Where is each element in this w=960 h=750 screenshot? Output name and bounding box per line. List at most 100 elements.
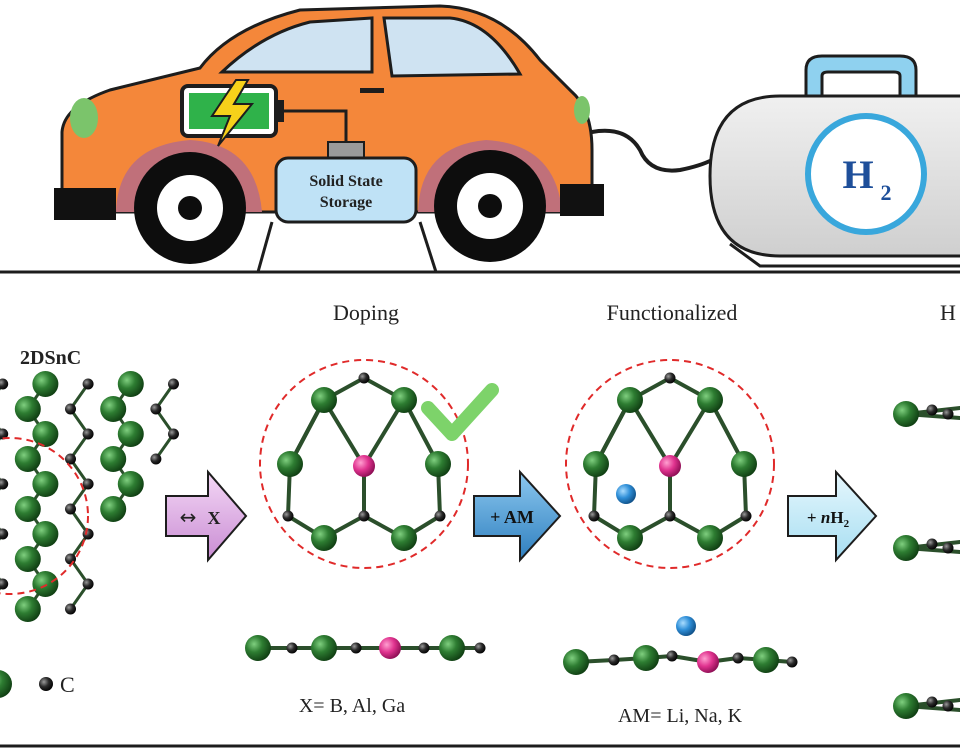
carbon-atom [942, 408, 954, 420]
carbon-atom [150, 403, 162, 415]
rear-bumper [560, 184, 604, 216]
carbon-atom [0, 578, 9, 590]
lattice-highlight-circle [0, 437, 89, 595]
carbon-atom [0, 478, 9, 490]
carbon-atom [65, 403, 77, 415]
tin-atom [14, 546, 41, 572]
alkali-metal-atom [616, 484, 636, 504]
tin-atom [117, 371, 144, 397]
carbon-atom [0, 428, 9, 440]
tin-atom [893, 693, 919, 719]
carbon-atom [666, 650, 678, 662]
tin-atom [311, 525, 337, 551]
carbon-atom [350, 642, 362, 654]
arrow-am-text: + AM [490, 507, 534, 527]
door-handle [360, 88, 384, 93]
tin-atom [14, 496, 41, 522]
tin-atom [563, 649, 589, 675]
tin-atom [617, 387, 643, 413]
tin-atom [697, 387, 723, 413]
carbon-atom [167, 428, 179, 440]
carbon-atom [282, 510, 294, 522]
tin-atom [893, 535, 919, 561]
carbon-atom [732, 652, 744, 664]
h2-badge [805, 113, 927, 235]
rear-wheel [434, 150, 546, 262]
legend-c-atom [39, 677, 53, 691]
tin-atom [583, 451, 609, 477]
tin-atom [277, 451, 303, 477]
arrow-hydrogen: + nH2 [787, 469, 878, 563]
tin-atom [311, 387, 337, 413]
doped-structure-top-view [277, 372, 451, 551]
tin-atom [117, 471, 144, 497]
carbon-atom [942, 542, 954, 554]
doping-highlight-circle [259, 359, 469, 569]
functionalized-highlight-circle [565, 359, 775, 569]
carbon-atom [82, 378, 94, 390]
tin-atom [100, 446, 127, 472]
tin-atom [14, 596, 41, 622]
h2-subscript: 2 [881, 180, 892, 205]
legend-c-label: C [60, 672, 75, 697]
hydrogenated-structures-side-view [893, 401, 960, 719]
arrow-h2-text: + nH2 [807, 508, 850, 530]
battery-icon [180, 79, 284, 147]
functionalized-caption: AM= Li, Na, K [618, 705, 743, 727]
arrow-doping: ↔ X [165, 469, 248, 563]
carbon-atom [664, 372, 676, 384]
carbon-atom [82, 428, 94, 440]
tin-atom [14, 396, 41, 422]
check-icon [421, 383, 499, 441]
front-bumper [54, 188, 116, 220]
tin-atom [391, 387, 417, 413]
carbon-atom [740, 510, 752, 522]
tin-atom [32, 471, 59, 497]
tin-atom [311, 635, 337, 661]
tin-atom [32, 571, 59, 597]
arrow-doping-text: X [208, 508, 221, 528]
legend-sn-atom [0, 670, 12, 698]
carbon-atom [286, 642, 298, 654]
carbon-atom [358, 372, 370, 384]
carbon-atom [150, 453, 162, 465]
doping-caption: X= B, Al, Ga [299, 695, 405, 717]
tin-atom [731, 451, 757, 477]
carbon-atom [474, 642, 486, 654]
carbon-atom [82, 528, 94, 540]
tin-atom [753, 647, 779, 673]
tin-atom [14, 446, 41, 472]
carbon-atom [82, 478, 94, 490]
tin-atom [117, 421, 144, 447]
carbon-atom [358, 510, 370, 522]
carbon-atom [0, 528, 9, 540]
carbon-atom [65, 553, 77, 565]
carbon-atom [942, 700, 954, 712]
functionalized-structure-top-view [583, 372, 757, 551]
carbon-atom [65, 603, 77, 615]
hydrogenated-title: H [940, 300, 956, 325]
dopant-atom [697, 651, 719, 673]
tin-atom [893, 401, 919, 427]
carbon-atom [926, 538, 938, 550]
storage-label-line2: Storage [320, 194, 372, 211]
carbon-atom [167, 378, 179, 390]
material-label: 2DSnC [20, 347, 81, 369]
dopant-atom [379, 637, 401, 659]
tank-handle [804, 54, 918, 100]
arrow-doping-symbol: ↔ [180, 505, 197, 529]
front-wheel [134, 152, 246, 264]
h2-symbol: H [842, 152, 873, 197]
car-front-window [218, 16, 374, 74]
car-rear-window [382, 16, 523, 78]
tin-atom [617, 525, 643, 551]
carbon-atom [608, 654, 620, 666]
tin-atom [32, 421, 59, 447]
car: Solid State Storage [54, 4, 604, 273]
carbon-atom [434, 510, 446, 522]
battery-wire [284, 109, 348, 146]
carbon-atom [0, 378, 9, 390]
tin-atom [697, 525, 723, 551]
carbon-atom [65, 453, 77, 465]
